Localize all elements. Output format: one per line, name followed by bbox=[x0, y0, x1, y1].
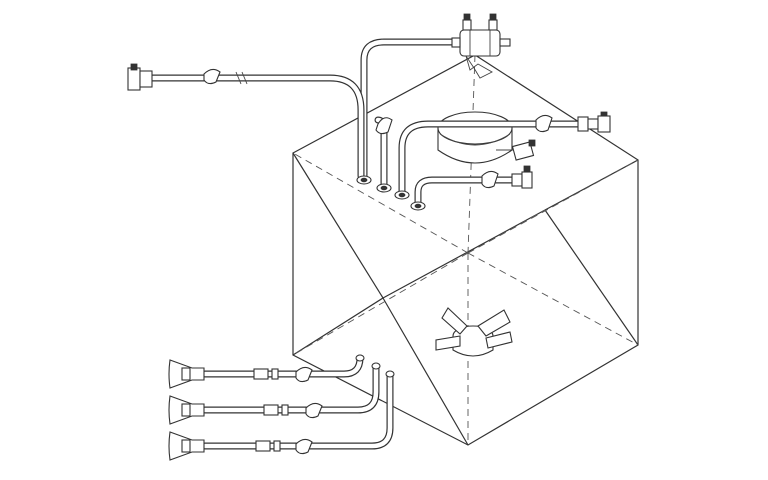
top-left-tube bbox=[127, 63, 365, 180]
third-port-tube bbox=[398, 111, 611, 196]
mixer-impeller bbox=[435, 307, 513, 357]
bottom-outlet-tubes bbox=[201, 354, 395, 455]
collection-funnels bbox=[168, 359, 205, 461]
tank-body bbox=[292, 54, 639, 446]
lid-disc bbox=[437, 111, 513, 164]
filter-capsule bbox=[360, 13, 511, 182]
fourth-port-tube bbox=[414, 165, 533, 208]
second-port-tube bbox=[374, 116, 393, 189]
connector-assembly bbox=[496, 139, 536, 161]
port-rings bbox=[356, 175, 426, 211]
